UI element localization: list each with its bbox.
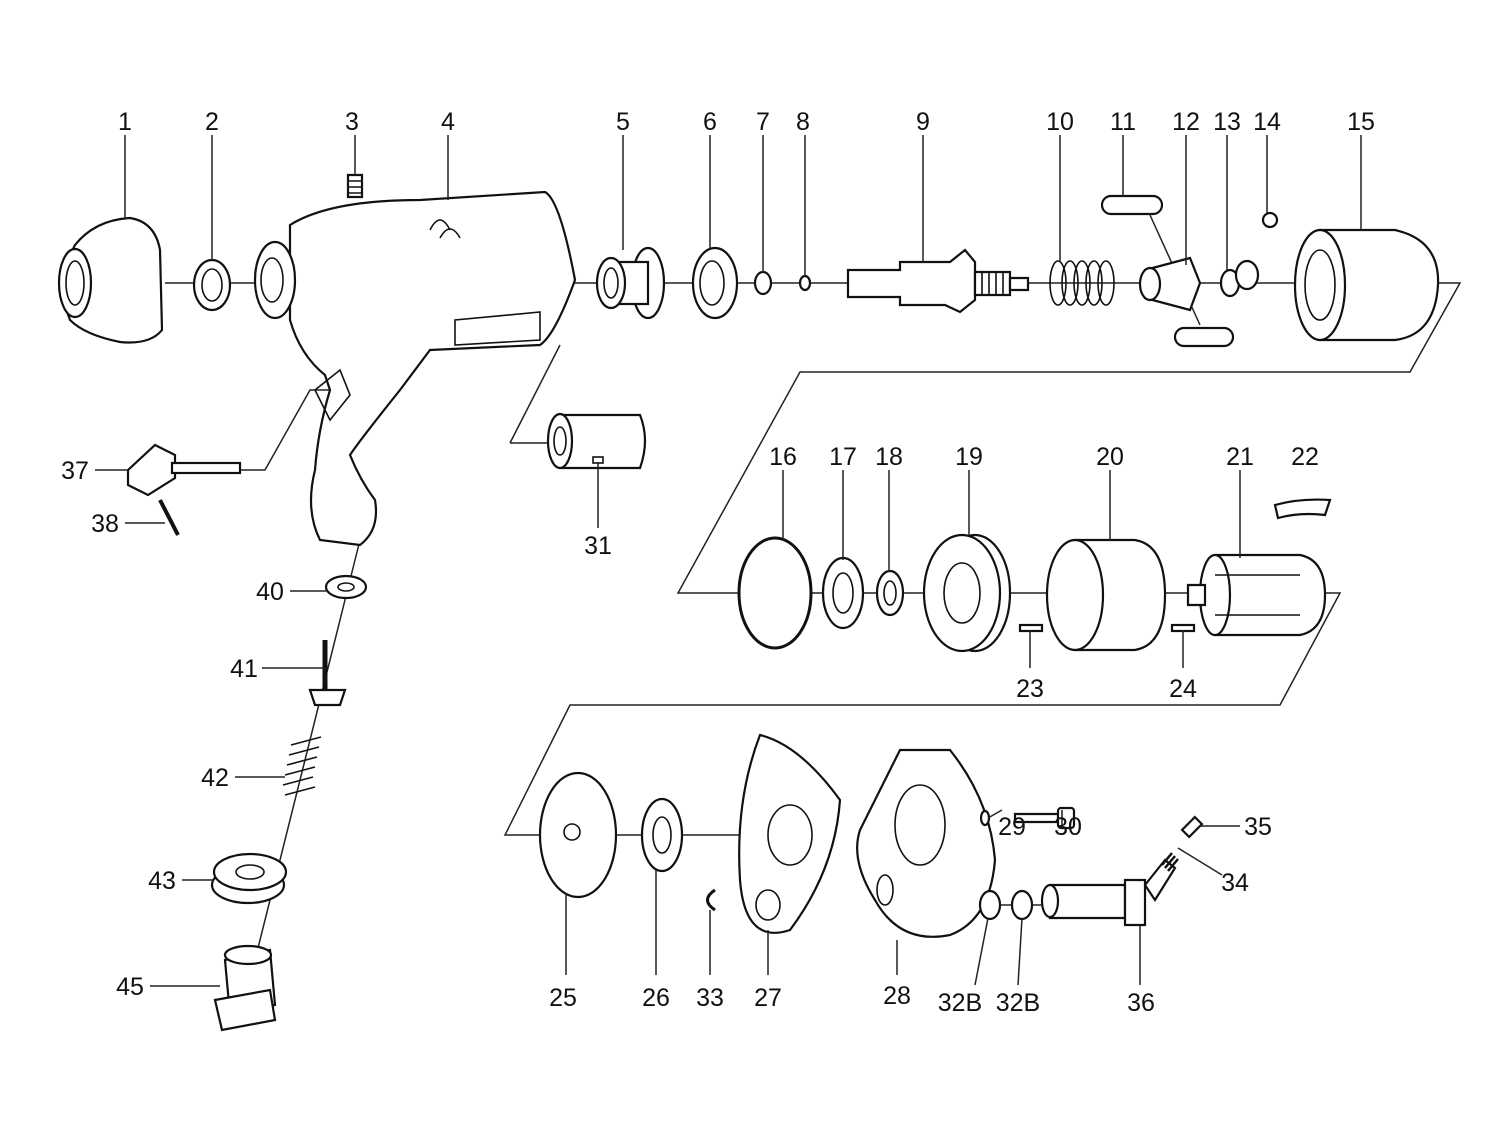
part-14-ball <box>1234 211 1279 291</box>
part-12-hammer-cage <box>1138 256 1202 312</box>
label-10: 10 <box>1046 108 1074 136</box>
label-9: 9 <box>916 108 930 136</box>
part-38-pin <box>158 499 180 536</box>
part-34-spring <box>1161 852 1179 872</box>
part-16-o-ring <box>737 536 813 650</box>
label-38: 38 <box>91 510 119 538</box>
label-30: 30 <box>1054 813 1082 841</box>
part-45-inlet-fitting <box>213 944 277 1032</box>
part-1-nose-boot <box>57 216 164 344</box>
label-31: 31 <box>584 532 612 560</box>
part-9-anvil <box>846 248 1030 314</box>
part-10-spring <box>1049 260 1115 306</box>
part-33-clip <box>706 888 716 912</box>
label-35: 35 <box>1244 813 1272 841</box>
label-11: 11 <box>1110 108 1136 136</box>
part-15-hammer-case <box>1293 228 1440 342</box>
part-8-ring <box>798 274 812 292</box>
label-4: 4 <box>441 108 455 136</box>
label-25: 25 <box>549 984 577 1012</box>
label-6: 6 <box>703 108 717 136</box>
part-37-trigger <box>126 443 242 497</box>
part-4-housing <box>253 190 577 547</box>
part-25-end-plate <box>538 771 618 899</box>
part-40-washer <box>324 574 368 600</box>
part-26-bearing <box>640 797 684 873</box>
label-1: 1 <box>118 108 132 136</box>
part-36-reverse-valve <box>1040 858 1177 927</box>
label-41: 41 <box>230 655 258 683</box>
part-20-cylinder <box>1045 538 1167 652</box>
label-36: 36 <box>1127 989 1155 1017</box>
label-27: 27 <box>754 984 782 1012</box>
label-8: 8 <box>796 108 810 136</box>
label-34: 34 <box>1221 869 1249 897</box>
part-labels: 1 2 3 4 5 6 7 8 9 10 11 12 13 14 15 16 1… <box>61 108 1375 1017</box>
part-22-blade <box>1273 498 1332 520</box>
label-32b-b: 32B <box>996 989 1040 1017</box>
label-14: 14 <box>1253 108 1281 136</box>
part-23-pin <box>1018 623 1044 633</box>
part-19-end-plate <box>922 533 1012 653</box>
label-23: 23 <box>1016 675 1044 703</box>
label-2: 2 <box>205 108 219 136</box>
label-19: 19 <box>955 443 983 471</box>
label-33: 33 <box>696 984 724 1012</box>
label-22: 22 <box>1291 443 1319 471</box>
label-21: 21 <box>1226 443 1254 471</box>
label-26: 26 <box>642 984 670 1012</box>
label-32b-a: 32B <box>938 989 982 1017</box>
part-41-valve-stem <box>308 640 347 707</box>
part-18-ring <box>875 569 905 617</box>
label-42: 42 <box>201 764 229 792</box>
part-42-spring <box>282 736 322 796</box>
leader-lines <box>95 135 1362 987</box>
label-24: 24 <box>1169 675 1197 703</box>
part-35-pin <box>1180 815 1204 839</box>
label-37: 37 <box>61 457 89 485</box>
part-6-bearing <box>691 246 739 320</box>
part-5-bushing <box>595 246 666 320</box>
label-28: 28 <box>883 982 911 1010</box>
part-2-ring <box>192 258 232 312</box>
part-29-washer <box>979 809 991 827</box>
part-43-valve-cap <box>210 852 288 905</box>
label-17: 17 <box>829 443 857 471</box>
label-16: 16 <box>769 443 797 471</box>
label-18: 18 <box>875 443 903 471</box>
part-31-sleeve <box>546 412 647 470</box>
label-7: 7 <box>756 108 770 136</box>
label-29: 29 <box>998 813 1026 841</box>
part-21-rotor <box>1186 553 1327 637</box>
part-28-back-cap <box>856 748 997 938</box>
label-43: 43 <box>148 867 176 895</box>
part-3-screw <box>346 173 364 199</box>
part-11-pins <box>1100 194 1235 348</box>
part-27-gasket <box>738 733 842 934</box>
label-13: 13 <box>1213 108 1241 136</box>
label-20: 20 <box>1096 443 1124 471</box>
part-7-ring <box>753 270 773 296</box>
part-17-bearing <box>821 556 865 630</box>
label-45: 45 <box>116 973 144 1001</box>
label-3: 3 <box>345 108 359 136</box>
label-15: 15 <box>1347 108 1375 136</box>
label-5: 5 <box>616 108 630 136</box>
label-12: 12 <box>1172 108 1200 136</box>
label-40: 40 <box>256 578 284 606</box>
